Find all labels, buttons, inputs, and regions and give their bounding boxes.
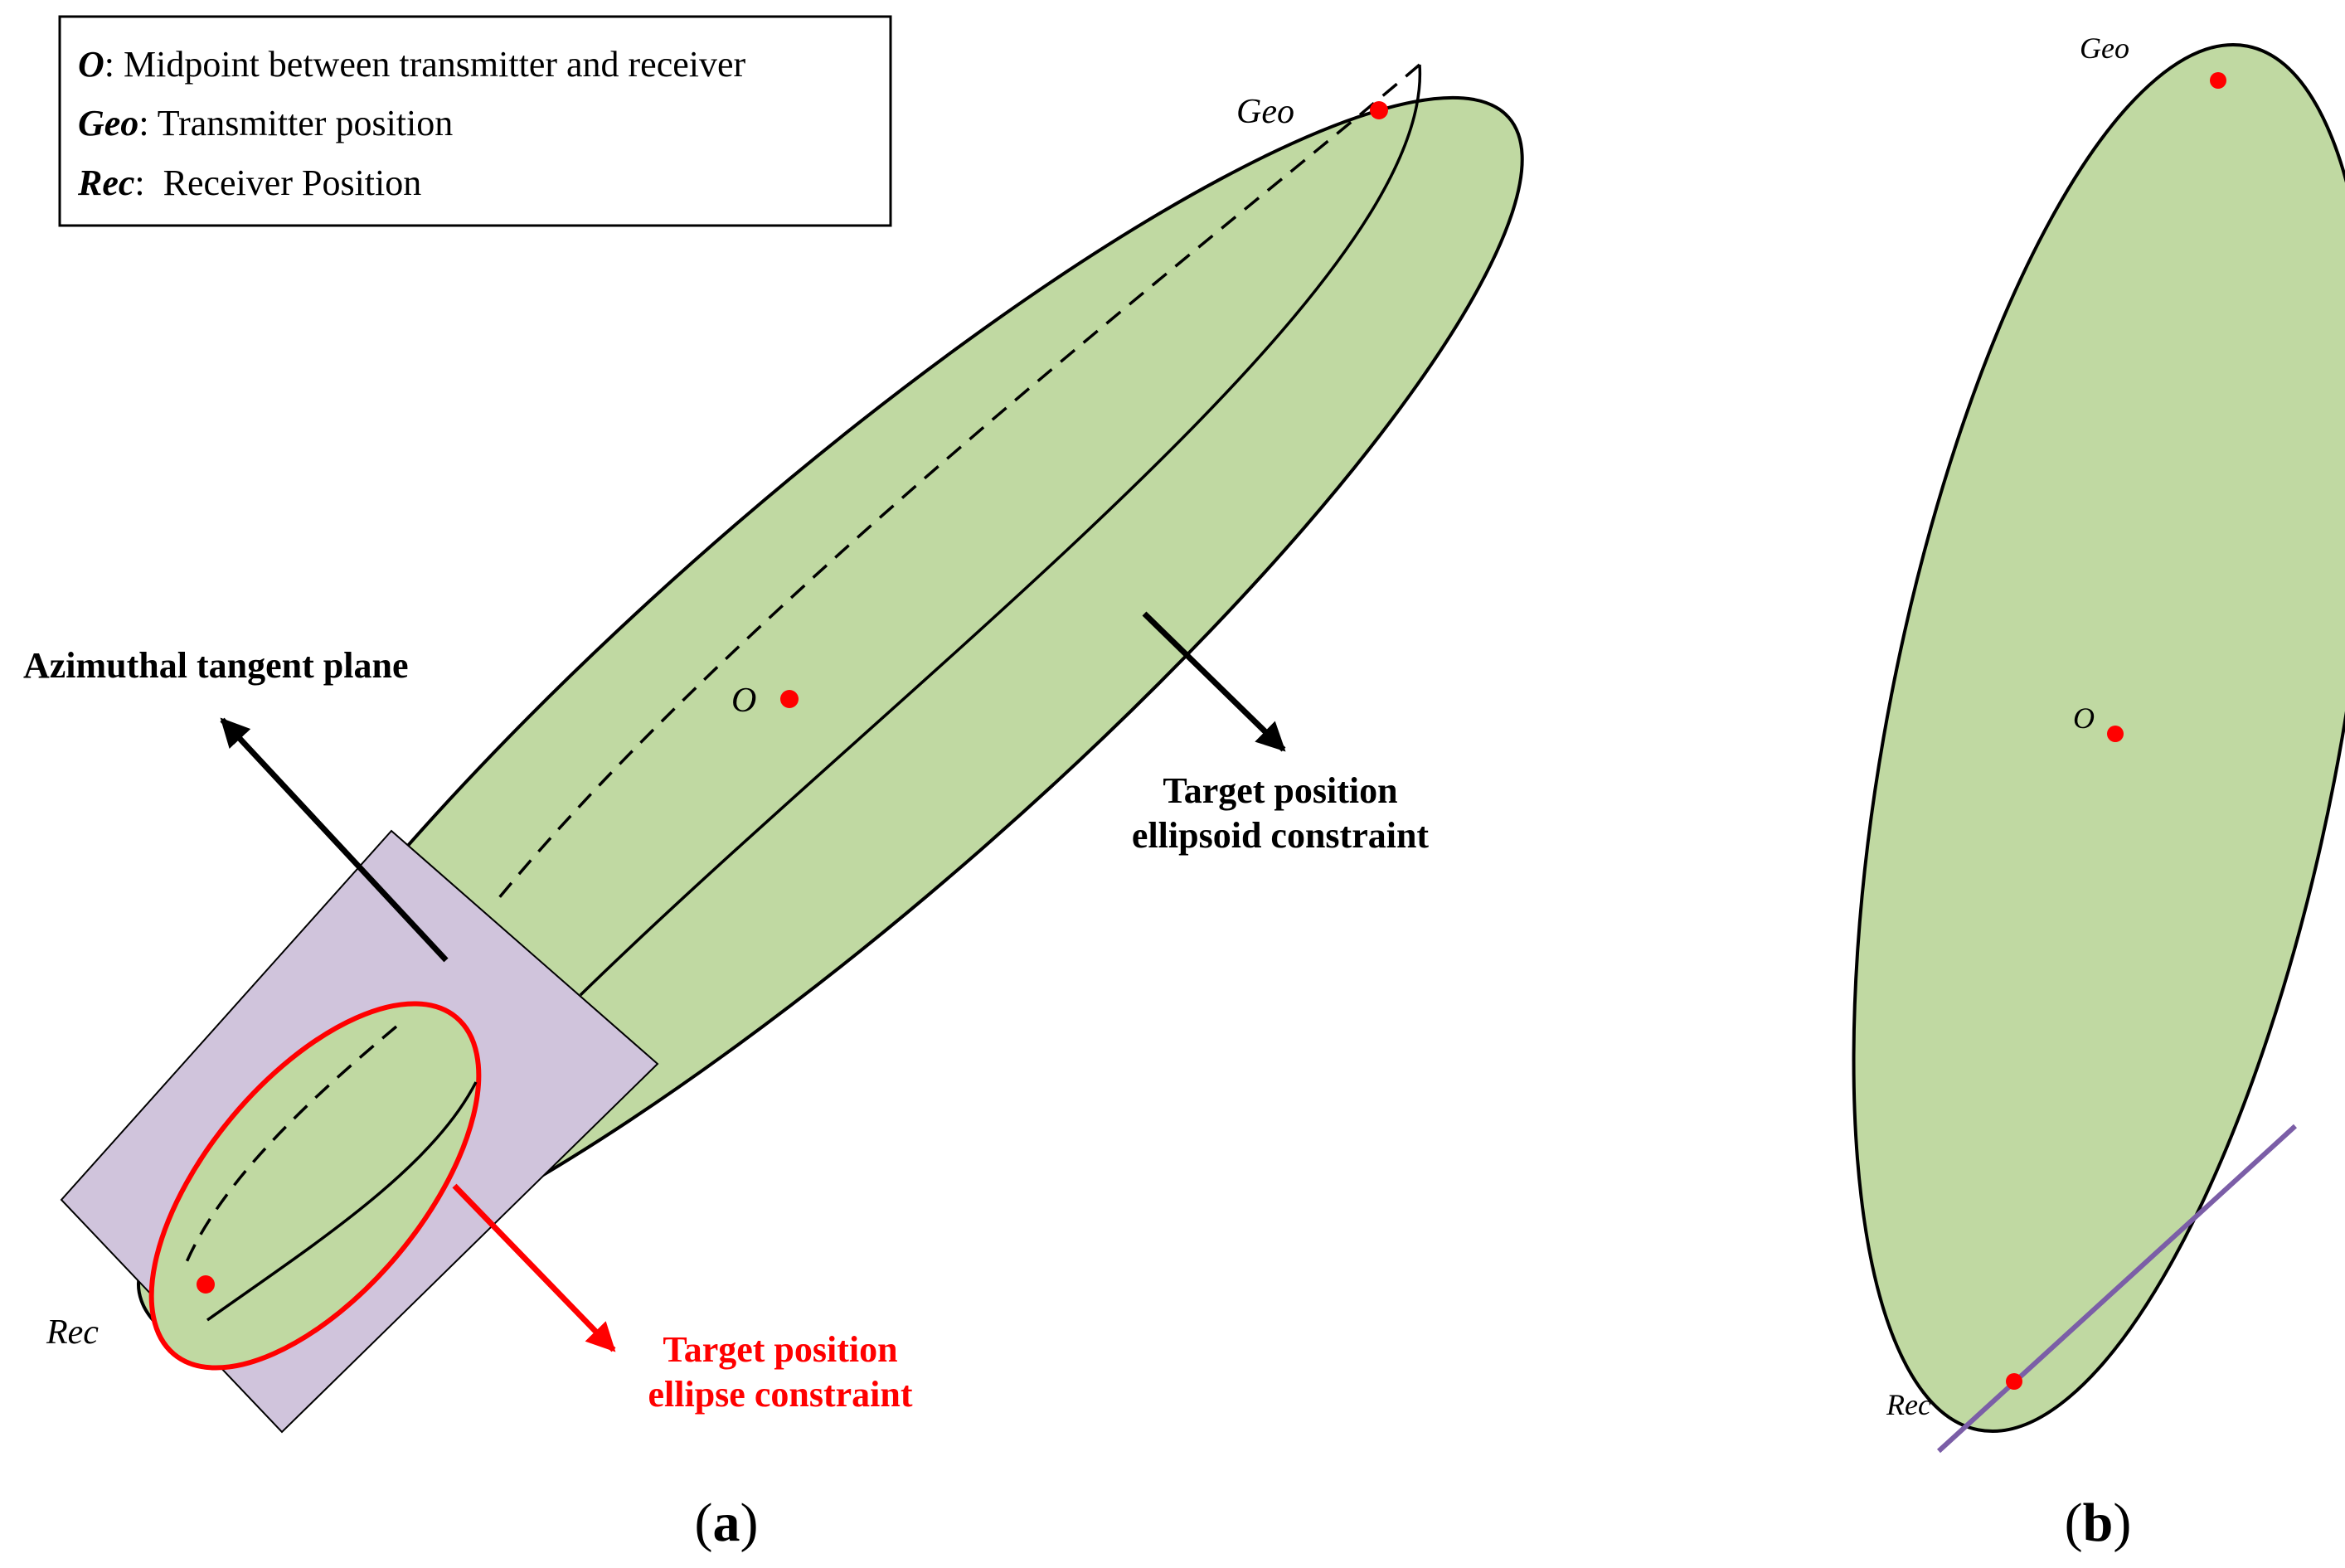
legend-frame [58, 15, 892, 227]
rec-point-a [197, 1275, 215, 1294]
rec-point-b [2006, 1373, 2022, 1390]
ellipsoid-arrow [1142, 611, 1286, 752]
caption-b: (b) [2065, 1493, 2132, 1553]
tangent-plane-line-b [1936, 1124, 2298, 1454]
rec-label-a: Rec [46, 1313, 99, 1352]
ellipse-constraint-label-line2: ellipse constraint [648, 1374, 913, 1415]
rec-label-b: Rec [1886, 1388, 1931, 1421]
o-label-b: O [2073, 701, 2095, 735]
panel-a: Geo O Rec Azimuthal tangent plane Target… [23, 63, 1524, 1553]
ellipse-solid-chord [206, 1081, 478, 1322]
ellipsoid-dashed-axis [496, 63, 1421, 901]
geo-point-b [2210, 72, 2226, 89]
ellipse-dashed-chord [185, 1025, 398, 1263]
ellipse-b [1852, 43, 2345, 1433]
ellipse-constraint-label-line1: Target position [663, 1329, 897, 1370]
ellipse-constraint-arrow [452, 1183, 616, 1352]
panel-b: Geo O Rec (b) [1852, 32, 2345, 1553]
o-point-a [780, 690, 799, 708]
azimuthal-plane-arrow [220, 717, 449, 963]
geo-point-a [1370, 101, 1388, 119]
legend-box: O: Midpoint between transmitter and rece… [58, 15, 892, 227]
o-label-a: O [731, 682, 756, 720]
caption-a: (a) [695, 1493, 759, 1553]
legend-entry-geo: Geo: Transmitter position [78, 103, 453, 143]
o-point-b [2107, 726, 2124, 742]
geo-label-b: Geo [2080, 32, 2129, 65]
legend-entry-o: O: Midpoint between transmitter and rece… [78, 44, 746, 85]
ellipse-constraint [148, 1001, 482, 1371]
ellipsoid-constraint-label-line1: Target position [1163, 770, 1397, 811]
ellipsoid-constraint-label-line2: ellipsoid constraint [1132, 815, 1429, 856]
legend-entry-rec: Rec: Receiver Position [77, 163, 421, 203]
azimuthal-plane-label: Azimuthal tangent plane [23, 645, 408, 686]
geo-label-a: Geo [1236, 93, 1294, 131]
ellipsoid-meridian [579, 64, 1421, 997]
